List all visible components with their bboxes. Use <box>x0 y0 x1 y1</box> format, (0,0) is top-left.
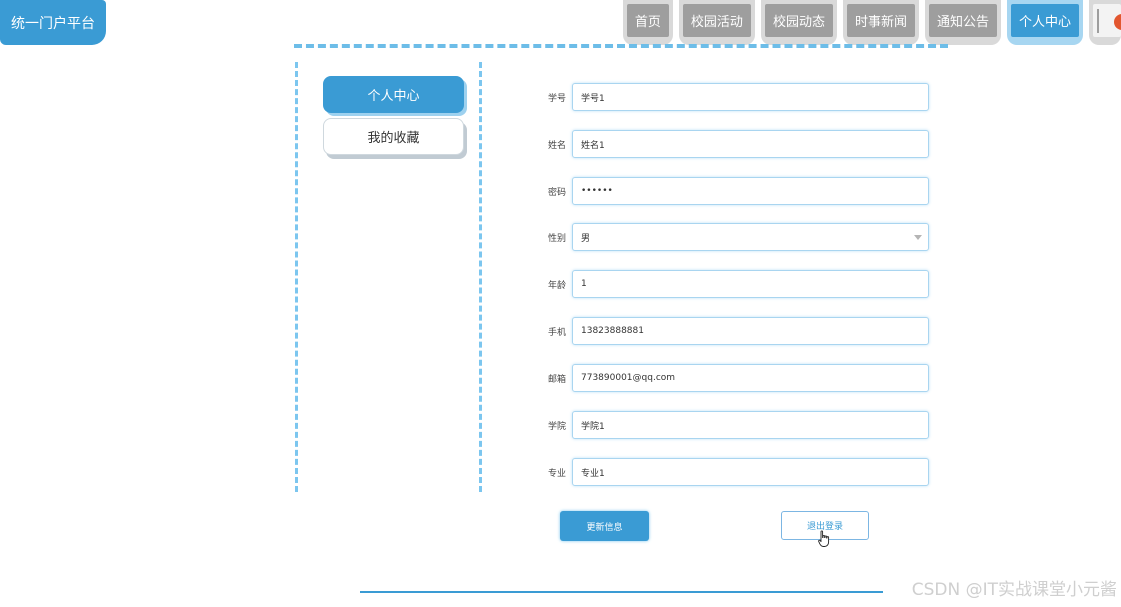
nav-tab-current-news[interactable]: 时事新闻 <box>842 0 919 45</box>
sidebar-item-favorites[interactable]: 我的收藏 <box>323 118 464 155</box>
user-avatar-icon[interactable] <box>1114 14 1121 30</box>
footer-divider <box>360 591 883 593</box>
header-divider <box>294 44 948 48</box>
nav-tab-label: 时事新闻 <box>846 4 915 37</box>
nav-tab-label: 校园动态 <box>764 4 833 37</box>
form-label: 年龄 <box>547 280 566 291</box>
form-row-name: 姓名 姓名1 <box>530 129 929 159</box>
nav-tab-home[interactable]: 首页 <box>622 0 673 45</box>
email-input[interactable]: 773890001@qq.com <box>572 364 929 392</box>
name-input[interactable]: 姓名1 <box>572 130 929 158</box>
nav-tab-label: 通知公告 <box>928 4 997 37</box>
nav-tab-personal-center[interactable]: 个人中心 <box>1006 0 1083 45</box>
form-label: 学院 <box>547 421 566 432</box>
form-label: 姓名 <box>547 140 566 151</box>
watermark: CSDN @IT实战课堂小元酱 <box>911 580 1117 600</box>
form-label: 性别 <box>547 233 566 244</box>
sidebar: 个人中心 我的收藏 <box>295 62 482 492</box>
form-label: 密码 <box>547 187 566 198</box>
form-label: 手机 <box>547 327 566 338</box>
age-input[interactable]: 1 <box>572 270 929 298</box>
form-row-college: 学院 学院1 <box>530 410 929 440</box>
divider <box>1097 8 1099 33</box>
form-row-email: 邮箱 773890001@qq.com <box>530 363 929 393</box>
hand-cursor-icon <box>818 530 830 547</box>
sidebar-item-personal-center[interactable]: 个人中心 <box>323 76 464 113</box>
form-row-age: 年龄 1 <box>530 269 929 299</box>
phone-input[interactable]: 13823888881 <box>572 317 929 345</box>
nav-tab-campus-activities[interactable]: 校园活动 <box>678 0 755 45</box>
password-input[interactable]: •••••• <box>572 177 929 205</box>
form-row-phone: 手机 13823888881 <box>530 316 929 346</box>
form-row-student-id: 学号 学号1 <box>530 82 929 112</box>
form-row-major: 专业 专业1 <box>530 457 929 487</box>
brand-logo[interactable]: 统一门户平台 <box>0 0 106 45</box>
logout-button[interactable]: 退出登录 <box>781 511 869 540</box>
student-id-input[interactable]: 学号1 <box>572 83 929 111</box>
form-label: 专业 <box>547 468 566 479</box>
form-row-password: 密码 •••••• <box>530 176 929 206</box>
nav-tab-campus-news[interactable]: 校园动态 <box>760 0 837 45</box>
nav-tab-label: 校园活动 <box>682 4 751 37</box>
chevron-down-icon <box>914 235 922 240</box>
major-input[interactable]: 专业1 <box>572 458 929 486</box>
form-label: 邮箱 <box>547 374 566 385</box>
gender-select[interactable]: 男 <box>572 223 929 251</box>
top-nav: 首页 校园活动 校园动态 时事新闻 通知公告 个人中心 <box>622 0 1121 45</box>
form-label: 学号 <box>547 93 566 104</box>
form-row-gender: 性别 男 <box>530 222 929 252</box>
college-input[interactable]: 学院1 <box>572 411 929 439</box>
gender-select-value: 男 <box>581 233 591 244</box>
nav-tab-label: 个人中心 <box>1010 4 1079 37</box>
update-info-button[interactable]: 更新信息 <box>560 511 649 541</box>
nav-tab-announcements[interactable]: 通知公告 <box>924 0 1001 45</box>
nav-tab-label: 首页 <box>626 4 669 37</box>
